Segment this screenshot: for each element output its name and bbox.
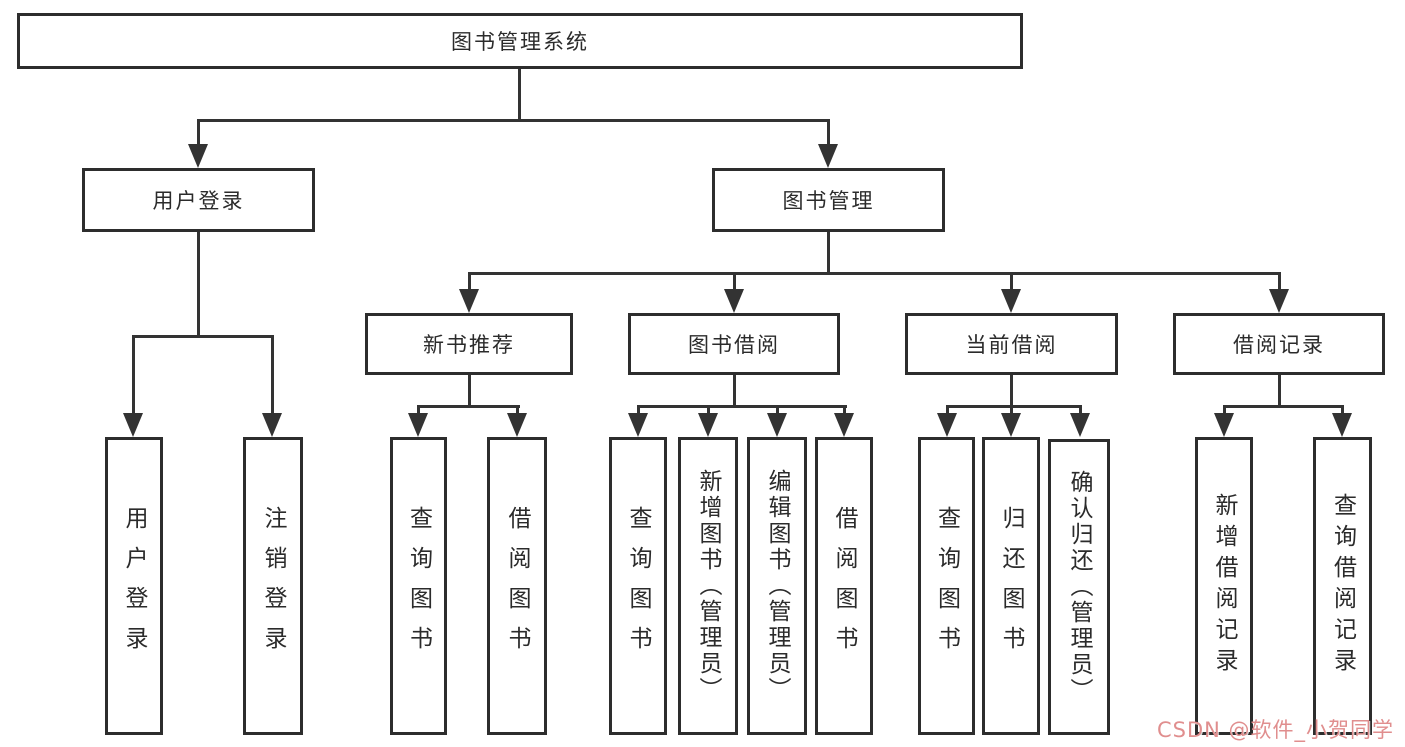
node-borrow-record: 借阅记录 [1173,313,1385,375]
arrow-head-icon [818,144,838,168]
leaf-query-borrow-record: 查询借阅记录 [1313,437,1372,735]
connector-drop-bookborrow [733,272,736,294]
leaf-label: 查询图书 [933,506,960,666]
connector-bookborrow-hline [637,405,847,408]
connector-bookmgmt-stem [827,232,830,275]
leaf-label: 编辑图书（管理员） [764,469,790,703]
node-label: 图书管理 [782,189,875,213]
arrow-head-icon [1269,289,1289,313]
connector-drop-user-login [197,119,200,154]
leaf-label: 归还图书 [998,506,1024,666]
leaf-user-login: 用户登录 [105,437,163,735]
connector-borrowrecord-stem [1278,375,1281,408]
node-label: 当前借阅 [965,333,1058,357]
arrow-head-icon [507,413,527,437]
connector-drop-login-leaf [132,335,135,420]
leaf-label: 新增图书（管理员） [695,469,721,703]
connector-level3-hline [468,272,1281,275]
leaf-return-books: 归还图书 [982,437,1040,735]
leaf-edit-books-admin: 编辑图书（管理员） [747,437,807,735]
arrow-head-icon [1070,413,1090,437]
connector-drop-currentborrow [1010,272,1013,294]
node-label: 用户登录 [152,189,245,213]
arrow-head-icon [1332,413,1352,437]
node-user-login-branch: 用户登录 [82,168,315,232]
connector-borrowrecord-hline [1223,405,1344,408]
arrow-head-icon [459,289,479,313]
leaf-query-books-b: 查询图书 [609,437,667,735]
connector-drop-logout-leaf [271,335,274,420]
arrow-head-icon [767,413,787,437]
arrow-head-icon [1001,289,1021,313]
node-root-label: 图书管理系统 [451,30,589,54]
node-book-mgmt-branch: 图书管理 [712,168,945,232]
leaf-label: 查询借阅记录 [1329,493,1356,679]
connector-drop-borrowrecord [1278,272,1281,294]
node-label: 图书借阅 [688,333,780,357]
arrow-head-icon [262,413,282,437]
node-current-borrow: 当前借阅 [905,313,1118,375]
connector-currentborrow-hline [946,405,1082,408]
leaf-logout: 注销登录 [243,437,303,735]
node-label: 借阅记录 [1233,333,1325,357]
leaf-label: 注销登录 [260,506,286,666]
node-label: 新书推荐 [423,333,515,357]
arrow-head-icon [1214,413,1234,437]
leaf-query-books-c: 查询图书 [918,437,975,735]
arrow-head-icon [698,413,718,437]
leaf-label: 用户登录 [121,506,147,666]
connector-newbookrec-hline [417,405,520,408]
leaf-label: 新增借阅记录 [1211,493,1237,679]
leaf-confirm-return-admin: 确认归还（管理员） [1048,439,1110,735]
connector-drop-newbookrec [468,272,471,294]
leaf-add-books-admin: 新增图书（管理员） [678,437,738,735]
leaf-label: 借阅图书 [504,506,530,666]
leaf-query-books-a: 查询图书 [390,437,447,735]
leaf-label: 借阅图书 [831,506,857,666]
leaf-add-borrow-record: 新增借阅记录 [1195,437,1253,735]
csdn-watermark: CSDN @软件_小贺同学 [1157,718,1395,742]
arrow-head-icon [1001,413,1021,437]
connector-userlogin-hline [132,335,274,338]
connector-root-stem [518,69,521,122]
leaf-borrow-books-a: 借阅图书 [487,437,547,735]
node-root: 图书管理系统 [17,13,1023,69]
arrow-head-icon [188,144,208,168]
leaf-label: 查询图书 [405,506,432,666]
connector-currentborrow-stem [1010,375,1013,408]
leaf-label: 确认归还（管理员） [1066,470,1092,704]
leaf-label: 查询图书 [625,506,651,666]
connector-bookborrow-stem [733,375,736,408]
leaf-borrow-books-b: 借阅图书 [815,437,873,735]
arrow-head-icon [408,413,428,437]
connector-newbookrec-stem [468,375,471,408]
arrow-head-icon [724,289,744,313]
node-book-borrow: 图书借阅 [628,313,840,375]
arrow-head-icon [123,413,143,437]
connector-userlogin-stem [197,232,200,338]
connector-level2-hline [197,119,830,122]
arrow-head-icon [937,413,957,437]
arrow-head-icon [834,413,854,437]
connector-drop-book-mgmt [827,119,830,154]
node-new-book-rec: 新书推荐 [365,313,573,375]
arrow-head-icon [628,413,648,437]
